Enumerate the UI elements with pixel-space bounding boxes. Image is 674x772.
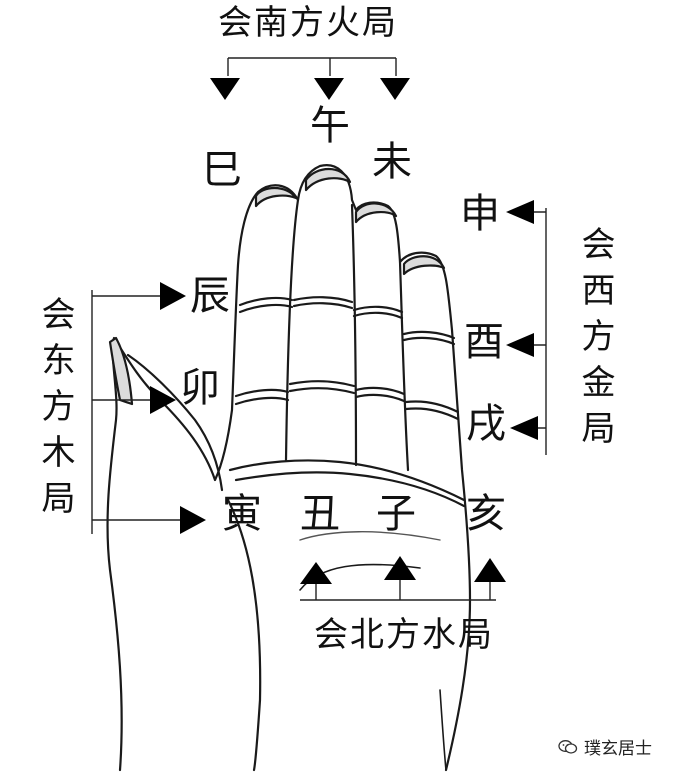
north-bracket bbox=[300, 580, 496, 601]
finger-gap-3 bbox=[398, 260, 410, 472]
wechat-icon bbox=[558, 739, 578, 754]
arrow-west-3 bbox=[510, 416, 538, 440]
crease-mid-1 bbox=[234, 388, 290, 398]
crease-upper-2b bbox=[292, 302, 354, 310]
palm-line-heart bbox=[299, 531, 441, 541]
hand-outline bbox=[106, 164, 472, 772]
crease-upper-1b bbox=[238, 303, 294, 314]
crease-upper-3 bbox=[352, 305, 404, 314]
watermark-text: 璞玄居士 bbox=[584, 739, 652, 759]
arrow-west-2 bbox=[506, 333, 534, 357]
group-title-north: 会北方水局 bbox=[314, 615, 494, 655]
arrow-east-1 bbox=[160, 282, 186, 310]
crease-mid-4b bbox=[404, 407, 460, 421]
branch-wei: 未 bbox=[372, 139, 412, 185]
arrow-south-2 bbox=[314, 78, 344, 100]
crease-mid-1b bbox=[234, 396, 290, 406]
branch-chou: 丑 bbox=[300, 491, 340, 537]
arrow-east-3 bbox=[180, 506, 206, 534]
branch-yin: 寅 bbox=[222, 491, 262, 537]
palm-line-life bbox=[226, 498, 262, 772]
east-bracket bbox=[91, 290, 180, 534]
palm-base-crease-2 bbox=[234, 471, 466, 508]
south-bracket bbox=[227, 57, 397, 76]
group-title-south: 会南方火局 bbox=[218, 3, 398, 43]
thumb-inner-line bbox=[126, 353, 224, 492]
branch-you: 酉 bbox=[464, 319, 504, 365]
group-title-west: 会西方金局 bbox=[575, 226, 615, 456]
nail-middle bbox=[304, 167, 352, 192]
crease-mid-2b bbox=[288, 387, 356, 395]
arrow-east-2 bbox=[150, 386, 176, 414]
watermark: 璞玄居士 bbox=[558, 734, 652, 759]
nail-little bbox=[402, 255, 446, 276]
crease-upper-2 bbox=[292, 296, 354, 304]
wrist-line bbox=[439, 689, 447, 771]
west-bracket bbox=[520, 208, 547, 455]
branch-hai: 亥 bbox=[466, 491, 506, 537]
arrow-north-2 bbox=[384, 556, 416, 580]
crease-upper-4b bbox=[402, 336, 456, 346]
nail-index bbox=[254, 186, 298, 208]
crease-mid-4 bbox=[404, 400, 460, 414]
branch-mao: 卯 bbox=[180, 365, 220, 411]
arrow-north-1 bbox=[300, 562, 332, 584]
branch-chen: 辰 bbox=[190, 273, 230, 319]
crease-upper-3b bbox=[352, 311, 404, 320]
crease-mid-3b bbox=[354, 393, 406, 403]
finger-gap-1 bbox=[284, 198, 300, 462]
palm-base-crease bbox=[228, 459, 466, 502]
arrow-south-1 bbox=[210, 78, 240, 100]
nail-ring bbox=[354, 202, 398, 224]
crease-mid-2 bbox=[288, 380, 356, 388]
arrow-south-3 bbox=[380, 78, 410, 100]
branch-wu: 午 bbox=[310, 103, 350, 149]
crease-mid-3 bbox=[354, 386, 406, 396]
arrow-west-1 bbox=[506, 200, 534, 224]
branch-xu: 戌 bbox=[466, 401, 506, 447]
thumb-nail bbox=[108, 336, 134, 406]
branch-zi: 子 bbox=[376, 491, 416, 537]
group-title-east: 会东方木局 bbox=[35, 296, 75, 526]
finger-gap-2 bbox=[350, 203, 358, 467]
branch-si: 巳 bbox=[202, 147, 242, 193]
crease-upper-4 bbox=[402, 330, 456, 340]
branch-shen: 申 bbox=[460, 191, 500, 237]
crease-upper-1 bbox=[238, 296, 294, 307]
arrow-north-3 bbox=[474, 558, 506, 582]
